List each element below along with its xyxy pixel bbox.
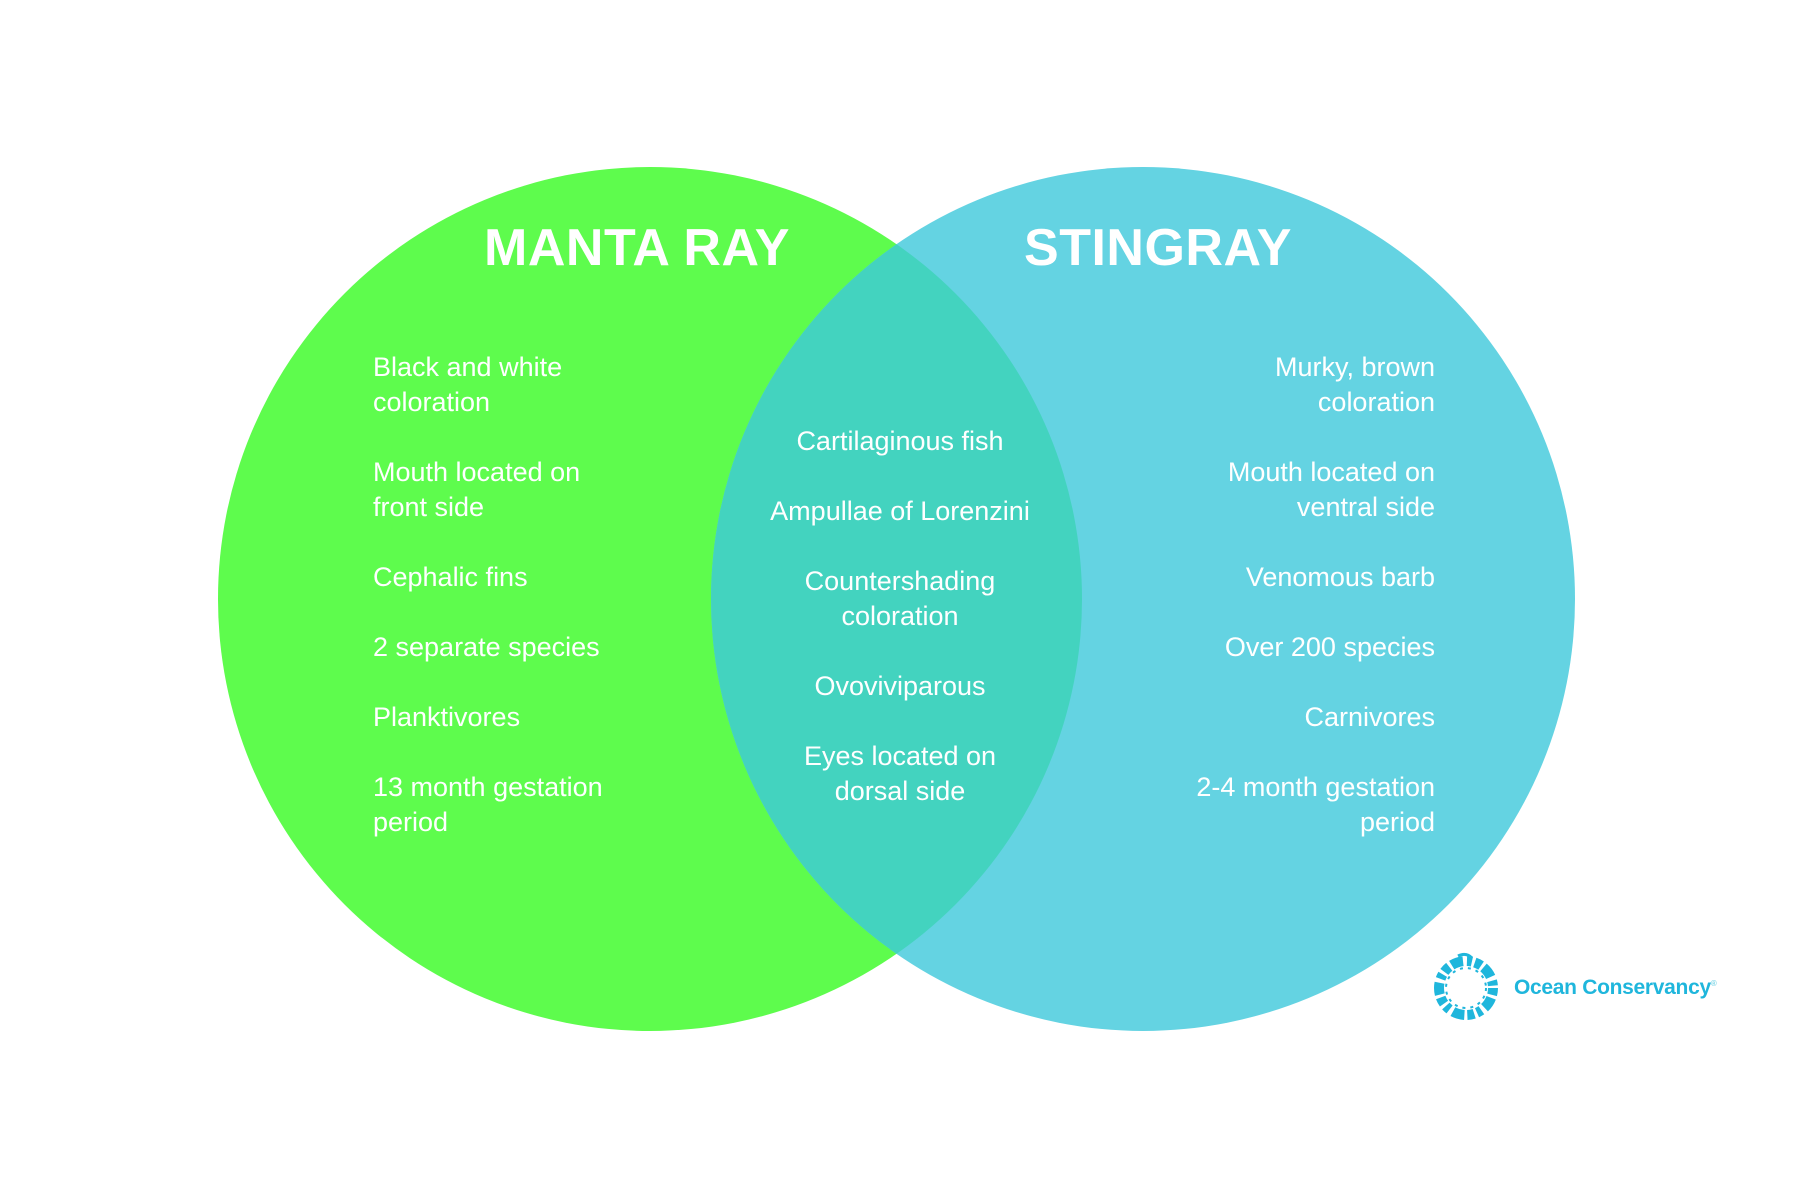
list-item: Ovoviviparous (814, 671, 986, 701)
list-item: Venomous barb (1245, 562, 1435, 592)
manta-ray-title: MANTA RAY (484, 219, 790, 277)
overlap-region (711, 167, 1082, 1031)
stingray-traits: Murky, brown coloration Mouth located on… (1196, 350, 1435, 875)
list-item: Over 200 species (1224, 632, 1435, 662)
shared-traits: Cartilaginous fish Ampullae of Lorenzini… (770, 424, 1030, 844)
ocean-conservancy-logo: Ocean Conservancy® (1428, 950, 1717, 1026)
stingray-title: STINGRAY (1024, 219, 1292, 277)
manta-ray-traits: Black and white coloration Mouth located… (373, 350, 603, 875)
list-item: Ampullae of Lorenzini (770, 496, 1030, 526)
list-item: Carnivores (1304, 702, 1435, 732)
logo-text: Ocean Conservancy® (1514, 976, 1717, 999)
list-item: Planktivores (373, 702, 521, 732)
list-item: Mouth located on ventral side (1227, 457, 1435, 522)
list-item: Mouth located on front side (373, 457, 581, 522)
list-item: 13 month gestation period (373, 772, 603, 837)
list-item: Eyes located on dorsal side (803, 741, 997, 806)
list-item: Black and white coloration (373, 352, 563, 417)
list-item: 2 separate species (373, 632, 600, 662)
list-item: 2-4 month gestation period (1196, 772, 1435, 837)
marine-life-ring-icon (1434, 952, 1498, 1020)
list-item: Cartilaginous fish (796, 426, 1004, 456)
list-item: Countershading coloration (804, 566, 996, 631)
list-item: Cephalic fins (373, 562, 528, 592)
list-item: Murky, brown coloration (1274, 352, 1435, 417)
